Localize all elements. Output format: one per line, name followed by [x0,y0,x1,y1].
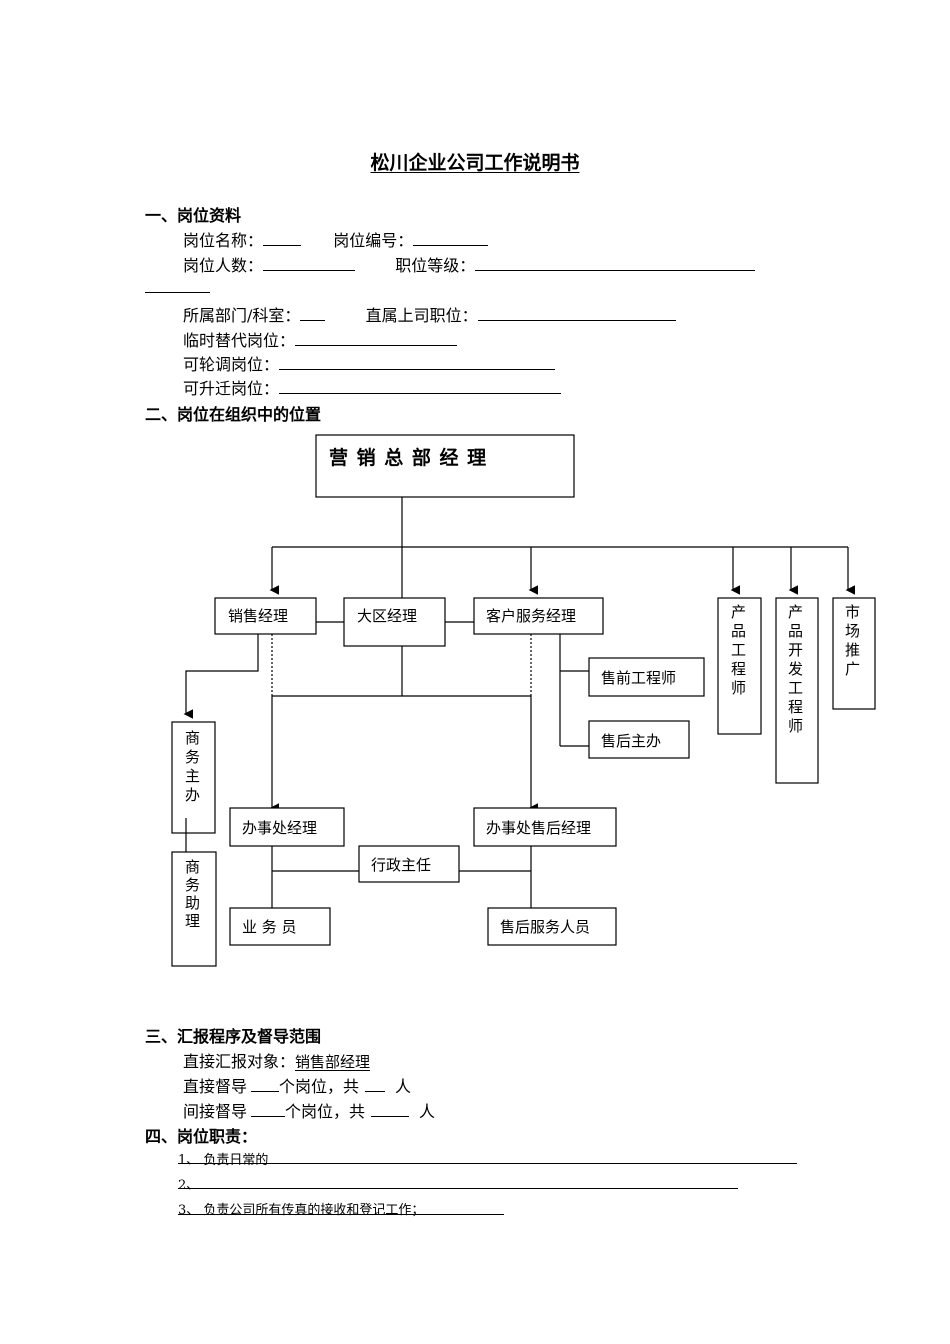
direct-posts-field[interactable] [251,1077,280,1092]
org-label-aftersales-lead: 售后主办 [601,732,662,750]
grade-field[interactable] [475,256,756,271]
post-name-label: 岗位名称： [183,231,264,250]
post-name-field[interactable] [263,231,302,246]
org-label-admin-lead: 行政主任 [371,856,432,874]
org-label-marketing: 市场推广 [845,603,861,678]
promote-label: 可升迁岗位： [183,379,280,398]
grade-field-continuation [145,292,210,293]
org-box-top [315,434,575,498]
org-box-salesman [229,907,331,946]
org-label-office-as-mgr: 办事处售后经理 [486,819,592,837]
duty-item-1: 1、 负责日常的 [178,1153,269,1168]
post-no-label: 岗位编号： [333,231,414,250]
report-to-value[interactable]: 销售部经理 [295,1053,371,1071]
dept-label: 所属部门/科室： [183,306,301,325]
org-label-product-eng: 产品工程师 [731,603,747,697]
org-box-office-as-mgr [473,807,617,847]
org-box-biz-assist [171,851,217,967]
indirect-people-field[interactable] [371,1102,410,1117]
rotate-field[interactable] [279,355,556,370]
section-1-heading: 一、岗位资料 [145,206,242,225]
org-label-as-staff: 售后服务人员 [500,918,591,936]
duty-line-1 [178,1163,797,1164]
temp-sub-row: 临时替代岗位： [183,327,458,351]
document-title: 松川企业公司工作说明书 [370,152,580,174]
org-label-sales-mgr: 销售经理 [228,607,289,625]
org-box-aftersales-lead [588,720,690,759]
post-name-row: 岗位名称： 岗位编号： [183,227,489,251]
indirect-posts-field[interactable] [251,1102,286,1117]
dept-row: 所属部门/科室： 直属上司职位： [183,302,676,326]
headcount-row: 岗位人数： 职位等级： [183,252,756,276]
headcount-label: 岗位人数： [183,256,264,275]
org-box-biz-lead [171,721,216,834]
org-box-product-dev [775,597,819,784]
duty-item-2: 2、 [178,1178,200,1193]
promote-row: 可升迁岗位： [183,375,562,399]
org-box-sales-mgr [214,597,317,635]
rotate-label: 可轮调岗位： [183,355,280,374]
org-box-office-mgr [229,807,345,847]
report-to-label: 直接汇报对象： [183,1052,296,1071]
grade-label: 职位等级： [395,256,476,275]
rotate-row: 可轮调岗位： [183,351,556,375]
section-3-heading: 三、汇报程序及督导范围 [145,1027,322,1046]
org-box-as-staff [487,907,617,946]
org-box-admin-lead [358,845,460,883]
indirect-supervise-row: 间接督导个岗位，共人 [183,1102,436,1121]
org-label-product-dev: 产品开发工程师 [788,603,804,735]
promote-field[interactable] [279,379,562,394]
superior-field[interactable] [477,306,676,321]
duty-line-3 [178,1214,504,1215]
org-label-cs-mgr: 客户服务经理 [486,607,577,625]
direct-people-field[interactable] [365,1077,386,1092]
org-box-presales [588,657,705,697]
temp-sub-field[interactable] [295,331,458,346]
org-label-top: 营 销 总 部 经 理 [329,447,488,469]
org-box-cs-mgr [473,597,604,635]
dept-field[interactable] [300,306,326,321]
section-2-heading: 二、岗位在组织中的位置 [145,405,322,424]
org-box-region-mgr [343,597,446,647]
org-label-region-mgr: 大区经理 [357,607,418,625]
duty-line-2 [178,1188,738,1189]
headcount-field[interactable] [263,256,356,271]
direct-supervise-row: 直接督导个岗位，共人 [183,1077,412,1096]
org-label-biz-lead: 商务主办 [185,729,201,804]
org-label-salesman: 业 务 员 [242,918,297,936]
org-label-presales: 售前工程师 [601,669,677,687]
post-no-field[interactable] [413,231,489,246]
report-to-row: 直接汇报对象：销售部经理 [183,1048,370,1072]
org-box-marketing [832,597,876,710]
org-box-product-eng [717,597,762,735]
temp-sub-label: 临时替代岗位： [183,331,296,350]
duty-item-3: 3、 负责公司所有传真的接收和登记工作； [178,1203,425,1218]
superior-label: 直属上司职位： [365,306,478,325]
org-label-biz-assist: 商务助理 [185,858,201,930]
section-4-heading: 四、岗位职责： [145,1127,258,1146]
org-label-office-mgr: 办事处经理 [242,819,318,837]
